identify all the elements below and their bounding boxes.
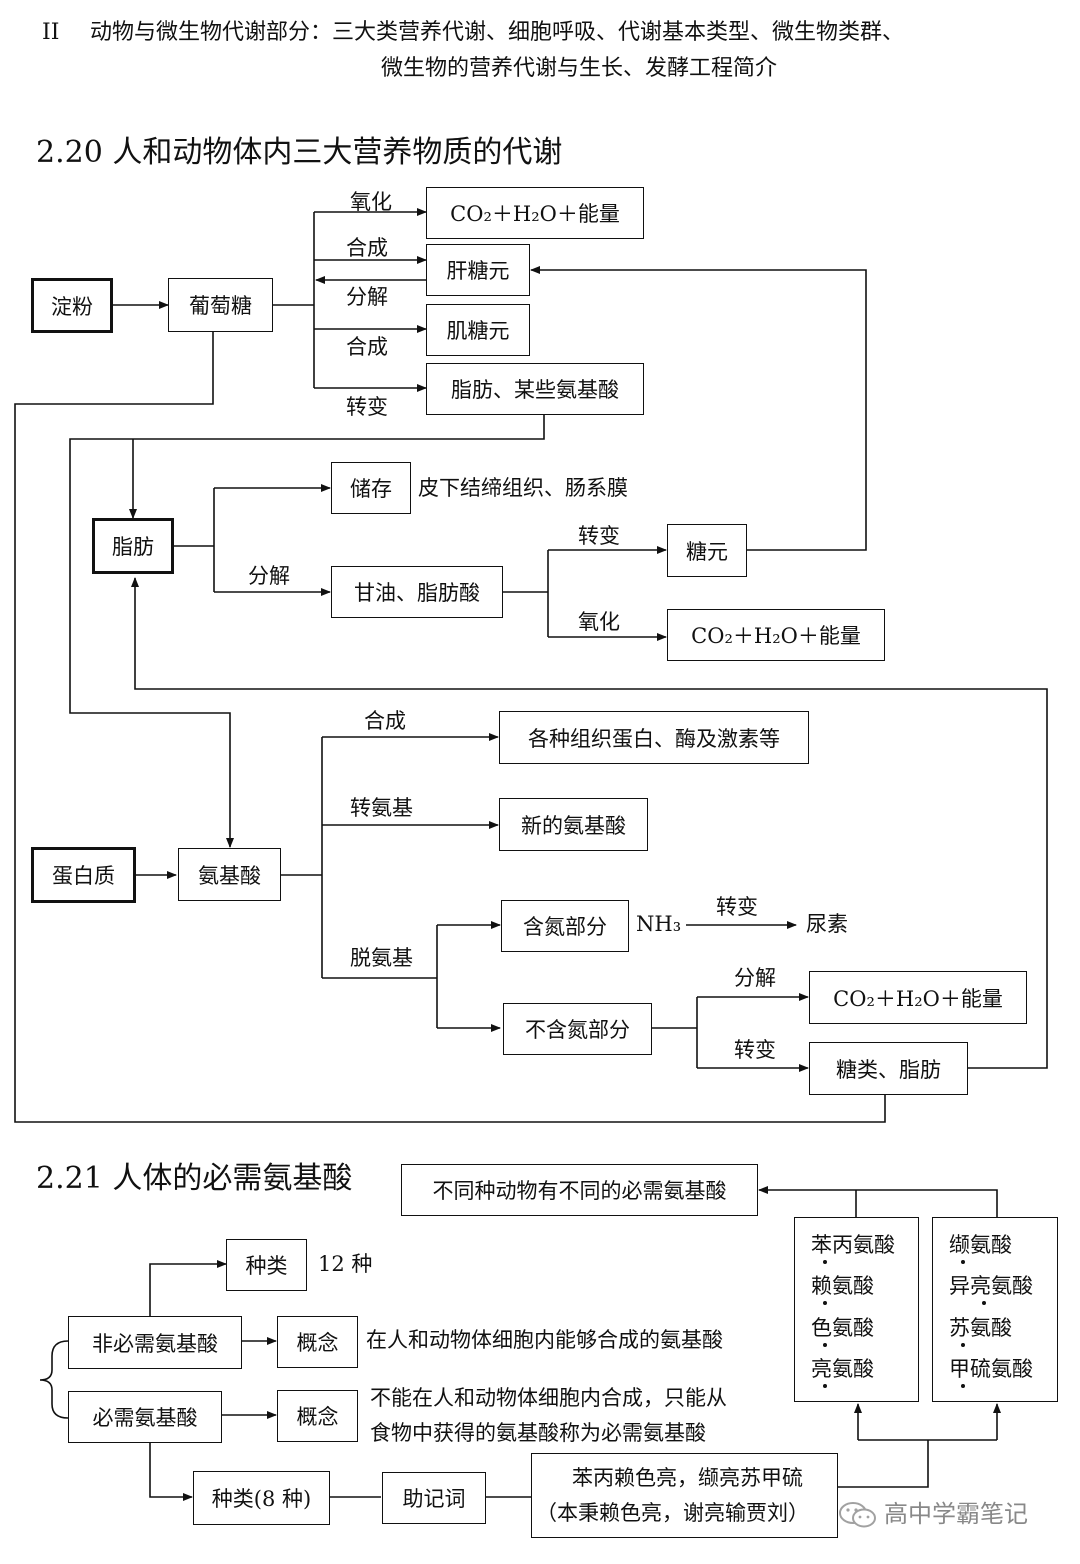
label-synth-2: 合成 bbox=[346, 335, 388, 359]
label-deamination: 脱氨基 bbox=[350, 946, 413, 970]
box-starch: 淀粉 bbox=[31, 278, 113, 333]
mnemonic-line-2: （本秉赖色亮，谢亮输贾刘） bbox=[536, 1501, 809, 1525]
label-synth-3: 合成 bbox=[364, 709, 406, 733]
box-non-n-part: 不含氮部分 bbox=[503, 1003, 652, 1055]
concept-1-text: 在人和动物体细胞内能够合成的氨基酸 bbox=[366, 1328, 723, 1352]
list-item: 苯丙氨酸 bbox=[811, 1233, 895, 1257]
label-nh3: NH₃ bbox=[636, 912, 682, 936]
box-n-part: 含氮部分 bbox=[501, 900, 629, 952]
concept-2-text-2: 食物中获得的氨基酸称为必需氨基酸 bbox=[370, 1421, 706, 1445]
box-protein: 蛋白质 bbox=[31, 847, 136, 903]
box-essential: 必需氨基酸 bbox=[68, 1391, 222, 1443]
box-fat: 脂肪 bbox=[92, 518, 174, 574]
list-item: 赖氨酸 bbox=[811, 1274, 874, 1298]
list-left-box: 苯丙氨酸 赖氨酸 色氨酸 亮氨酸 bbox=[794, 1217, 919, 1402]
mnemonic-line-1: 苯丙赖色亮，缬亮苏甲硫 bbox=[572, 1466, 803, 1490]
box-glycerol: 甘油、脂肪酸 bbox=[331, 566, 503, 618]
label-transform-2: 转变 bbox=[578, 524, 620, 548]
label-synth-1: 合成 bbox=[346, 236, 388, 260]
box-co2-2: CO₂＋H₂O＋能量 bbox=[667, 609, 885, 661]
label-urea: 尿素 bbox=[806, 912, 848, 936]
emphasis-dot bbox=[823, 1260, 827, 1264]
list-item: 缬氨酸 bbox=[949, 1233, 1012, 1257]
box-nonessential: 非必需氨基酸 bbox=[68, 1316, 242, 1369]
box-muscle-glycogen: 肌糖元 bbox=[426, 304, 530, 356]
label-transform-3: 转变 bbox=[716, 895, 758, 919]
emphasis-dot bbox=[961, 1384, 965, 1388]
box-tissue-protein: 各种组织蛋白、酶及激素等 bbox=[499, 711, 809, 764]
label-decomp-2: 分解 bbox=[248, 564, 290, 588]
label-decomp-3: 分解 bbox=[734, 966, 776, 990]
label-transform-1: 转变 bbox=[346, 395, 388, 419]
section-title-220: 2.20 人和动物体内三大营养物质的代谢 bbox=[36, 135, 563, 170]
box-new-amino: 新的氨基酸 bbox=[499, 798, 648, 851]
wechat-icon bbox=[838, 1500, 878, 1530]
emphasis-dot bbox=[982, 1301, 986, 1305]
box-store: 储存 bbox=[331, 462, 411, 514]
list-item: 异亮氨酸 bbox=[949, 1274, 1033, 1298]
emphasis-dot bbox=[823, 1384, 827, 1388]
box-kind: 种类 bbox=[226, 1239, 307, 1291]
label-oxidize-1: 氧化 bbox=[350, 190, 392, 214]
label-transform-4: 转变 bbox=[734, 1038, 776, 1062]
box-concept-1: 概念 bbox=[277, 1316, 358, 1368]
label-oxidize-2: 氧化 bbox=[578, 610, 620, 634]
list-item: 苏氨酸 bbox=[949, 1316, 1012, 1340]
box-sugar-fat: 糖类、脂肪 bbox=[809, 1042, 968, 1095]
box-co2-3: CO₂＋H₂O＋能量 bbox=[809, 971, 1027, 1024]
section-title-221: 2.21 人体的必需氨基酸 bbox=[36, 1161, 353, 1196]
box-different-animals: 不同种动物有不同的必需氨基酸 bbox=[401, 1164, 758, 1216]
box-amino: 氨基酸 bbox=[178, 848, 281, 901]
list-item: 甲硫氨酸 bbox=[949, 1357, 1033, 1381]
box-mnemonic: 助记词 bbox=[382, 1472, 486, 1524]
list-item: 色氨酸 bbox=[811, 1316, 874, 1340]
header-line2: 微生物的营养代谢与生长、发酵工程简介 bbox=[381, 56, 778, 81]
label-decomp-1: 分解 bbox=[346, 285, 388, 309]
box-concept-2: 概念 bbox=[277, 1390, 358, 1442]
box-glycogen: 糖元 bbox=[667, 524, 747, 577]
emphasis-dot bbox=[961, 1343, 965, 1347]
list-item: 亮氨酸 bbox=[811, 1357, 874, 1381]
concept-2-text-1: 不能在人和动物体细胞内合成，只能从 bbox=[370, 1386, 727, 1410]
box-fat-amino: 脂肪、某些氨基酸 bbox=[426, 363, 644, 415]
emphasis-dot bbox=[823, 1301, 827, 1305]
label-transamination: 转氨基 bbox=[350, 796, 413, 820]
box-co2-1: CO₂＋H₂O＋能量 bbox=[426, 187, 644, 239]
box-mnemonic-text: 苯丙赖色亮，缬亮苏甲硫 （本秉赖色亮，谢亮输贾刘） bbox=[531, 1453, 838, 1538]
box-kind-8: 种类(8 种) bbox=[193, 1471, 330, 1525]
emphasis-dot bbox=[961, 1260, 965, 1264]
header-roman: II bbox=[42, 20, 60, 45]
watermark-text: 高中学霸笔记 bbox=[884, 1500, 1028, 1528]
list-right-box: 缬氨酸 异亮氨酸 苏氨酸 甲硫氨酸 bbox=[932, 1217, 1058, 1402]
kind-count: 12 种 bbox=[318, 1252, 373, 1276]
store-location-text: 皮下结缔组织、肠系膜 bbox=[418, 476, 628, 500]
box-liver-glycogen: 肝糖元 bbox=[426, 244, 530, 296]
box-glucose: 葡萄糖 bbox=[168, 278, 273, 332]
header-line1: 动物与微生物代谢部分：三大类营养代谢、细胞呼吸、代谢基本类型、微生物类群、 bbox=[90, 20, 905, 45]
emphasis-dot bbox=[823, 1343, 827, 1347]
